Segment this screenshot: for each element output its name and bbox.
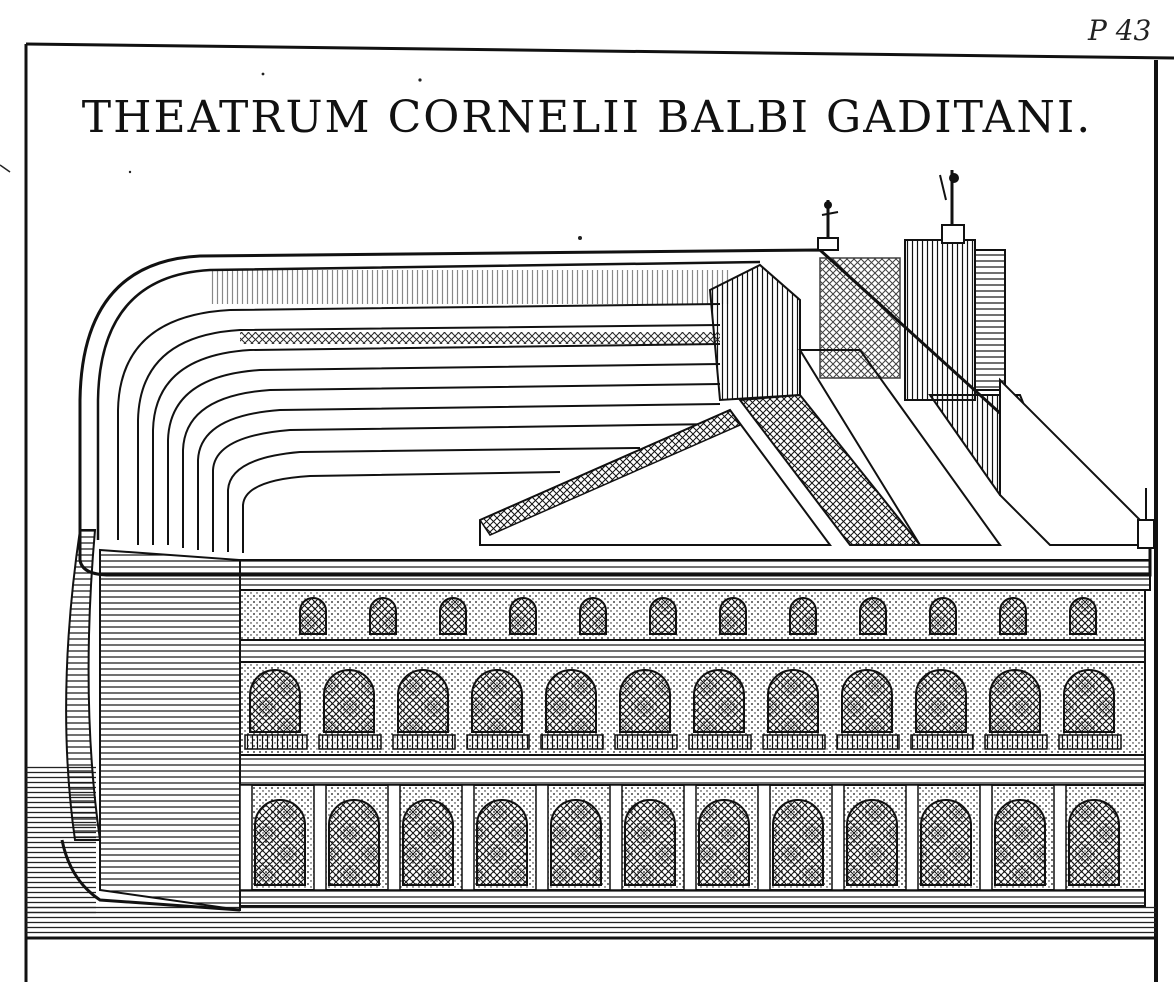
middle-arch (915, 669, 967, 733)
attic-window (859, 597, 887, 635)
lower-arch (846, 799, 898, 886)
pilaster (979, 784, 993, 891)
attic-window (929, 597, 957, 635)
lower-arch (550, 799, 602, 886)
lower-arch (254, 799, 306, 886)
balustrade (762, 734, 826, 750)
pilaster (535, 784, 549, 891)
middle-arch (767, 669, 819, 733)
facade-arches (239, 597, 1122, 891)
stage-building (708, 239, 1141, 546)
lower-arch (772, 799, 824, 886)
attic-window (1069, 597, 1097, 635)
balustrade (392, 734, 456, 750)
lower-arch (920, 799, 972, 886)
attic-window (789, 597, 817, 635)
exterior-facade (60, 529, 1151, 912)
lower-arch (476, 799, 528, 886)
plate-title: THEATRUM CORNELII BALBI GADITANI. (81, 92, 1093, 143)
lower-arch (624, 799, 676, 886)
middle-arch (545, 669, 597, 733)
lower-arch (1068, 799, 1120, 886)
middle-arch (693, 669, 745, 733)
pilaster (905, 784, 919, 891)
middle-arch (249, 669, 301, 733)
ink-specks (0, 72, 582, 240)
attic-window (719, 597, 747, 635)
balustrade (688, 734, 752, 750)
middle-arch (323, 669, 375, 733)
balustrade (466, 734, 530, 750)
pilaster (609, 784, 623, 891)
pilaster (239, 784, 253, 891)
pilaster (313, 784, 327, 891)
middle-arch (841, 669, 893, 733)
middle-arch (397, 669, 449, 733)
middle-arch (1063, 669, 1115, 733)
middle-arch (989, 669, 1041, 733)
attic-window (999, 597, 1027, 635)
balustrade (244, 734, 308, 750)
attic-window (439, 597, 467, 635)
attic-window (579, 597, 607, 635)
attic-window (649, 597, 677, 635)
lower-arch (698, 799, 750, 886)
attic-window (369, 597, 397, 635)
orchestra (478, 408, 832, 546)
pilaster (757, 784, 771, 891)
pilaster (1053, 784, 1067, 891)
balustrade (910, 734, 974, 750)
lower-arch (402, 799, 454, 886)
balustrade (540, 734, 604, 750)
balustrade (984, 734, 1048, 750)
lower-arch (328, 799, 380, 886)
pilaster (387, 784, 401, 891)
pilaster (683, 784, 697, 891)
attic-window (299, 597, 327, 635)
pilaster (461, 784, 475, 891)
attic-window (509, 597, 537, 635)
statue-figures (817, 170, 1155, 549)
page-number: P 43 (1088, 14, 1152, 47)
balustrade (614, 734, 678, 750)
middle-arch (619, 669, 671, 733)
pilaster (831, 784, 845, 891)
balustrade (1058, 734, 1122, 750)
lower-arch (994, 799, 1046, 886)
balustrade (836, 734, 900, 750)
middle-arch (471, 669, 523, 733)
balustrade (318, 734, 382, 750)
